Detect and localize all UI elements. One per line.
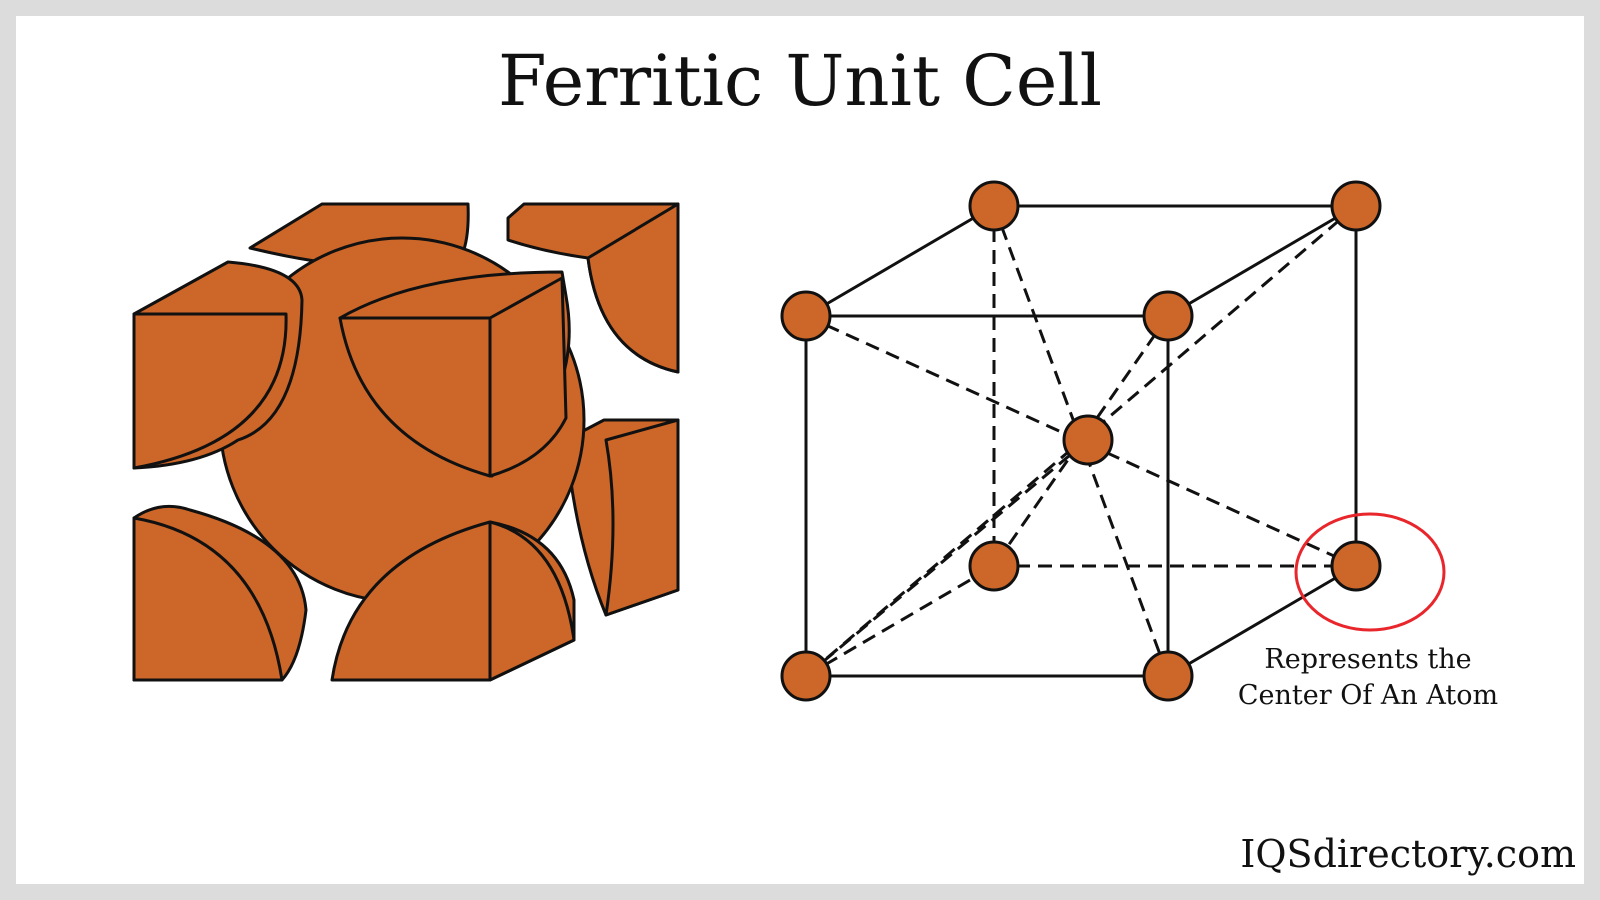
atom-body-center: [1062, 414, 1114, 466]
space-filling-model: [132, 202, 680, 682]
corner-atom-front-bottom-right-face: [488, 520, 576, 682]
atom-front-bottom-right: [1142, 650, 1194, 702]
atom-back-bottom-right: [1330, 540, 1382, 592]
corner-atom-front-top-right-face-a: [338, 316, 492, 478]
cube-edges: [804, 204, 1358, 678]
atom-center-annotation: Represents the Center Of An Atom: [1228, 642, 1508, 714]
atom-front-bottom-left: [780, 650, 832, 702]
atom-front-top-right: [1142, 290, 1194, 342]
atom-front-top-left: [780, 290, 832, 342]
brand-watermark: IQSdirectory.com: [1240, 832, 1576, 876]
page-title: Ferritic Unit Cell: [497, 40, 1103, 122]
edge: [1167, 564, 1357, 678]
body-diagonal: [992, 315, 1170, 567]
body-diagonal: [805, 314, 1357, 568]
face-diagonal: [805, 438, 1089, 678]
edge: [805, 204, 995, 318]
lattice-model: [780, 180, 1446, 702]
highlight-circle: [1294, 512, 1446, 632]
corner-atom-back-bottom-right-face: [604, 418, 680, 617]
atoms: [780, 180, 1382, 702]
atom-back-top-right: [1330, 180, 1382, 232]
atom-back-top-left: [968, 180, 1020, 232]
corner-atom-front-top-right-face-b: [488, 276, 568, 478]
corner-atom-front-bottom-left-face: [132, 516, 284, 682]
annotation-line-2: Center Of An Atom: [1237, 680, 1499, 711]
edge: [1167, 204, 1357, 318]
annotation-line-1: Represents the: [1264, 644, 1472, 675]
atom-back-bottom-left: [968, 540, 1020, 592]
corner-atom-front-top-left-face: [132, 312, 288, 470]
hidden-edge: [805, 564, 995, 678]
corner-atom-back-top-right-face: [586, 202, 680, 374]
